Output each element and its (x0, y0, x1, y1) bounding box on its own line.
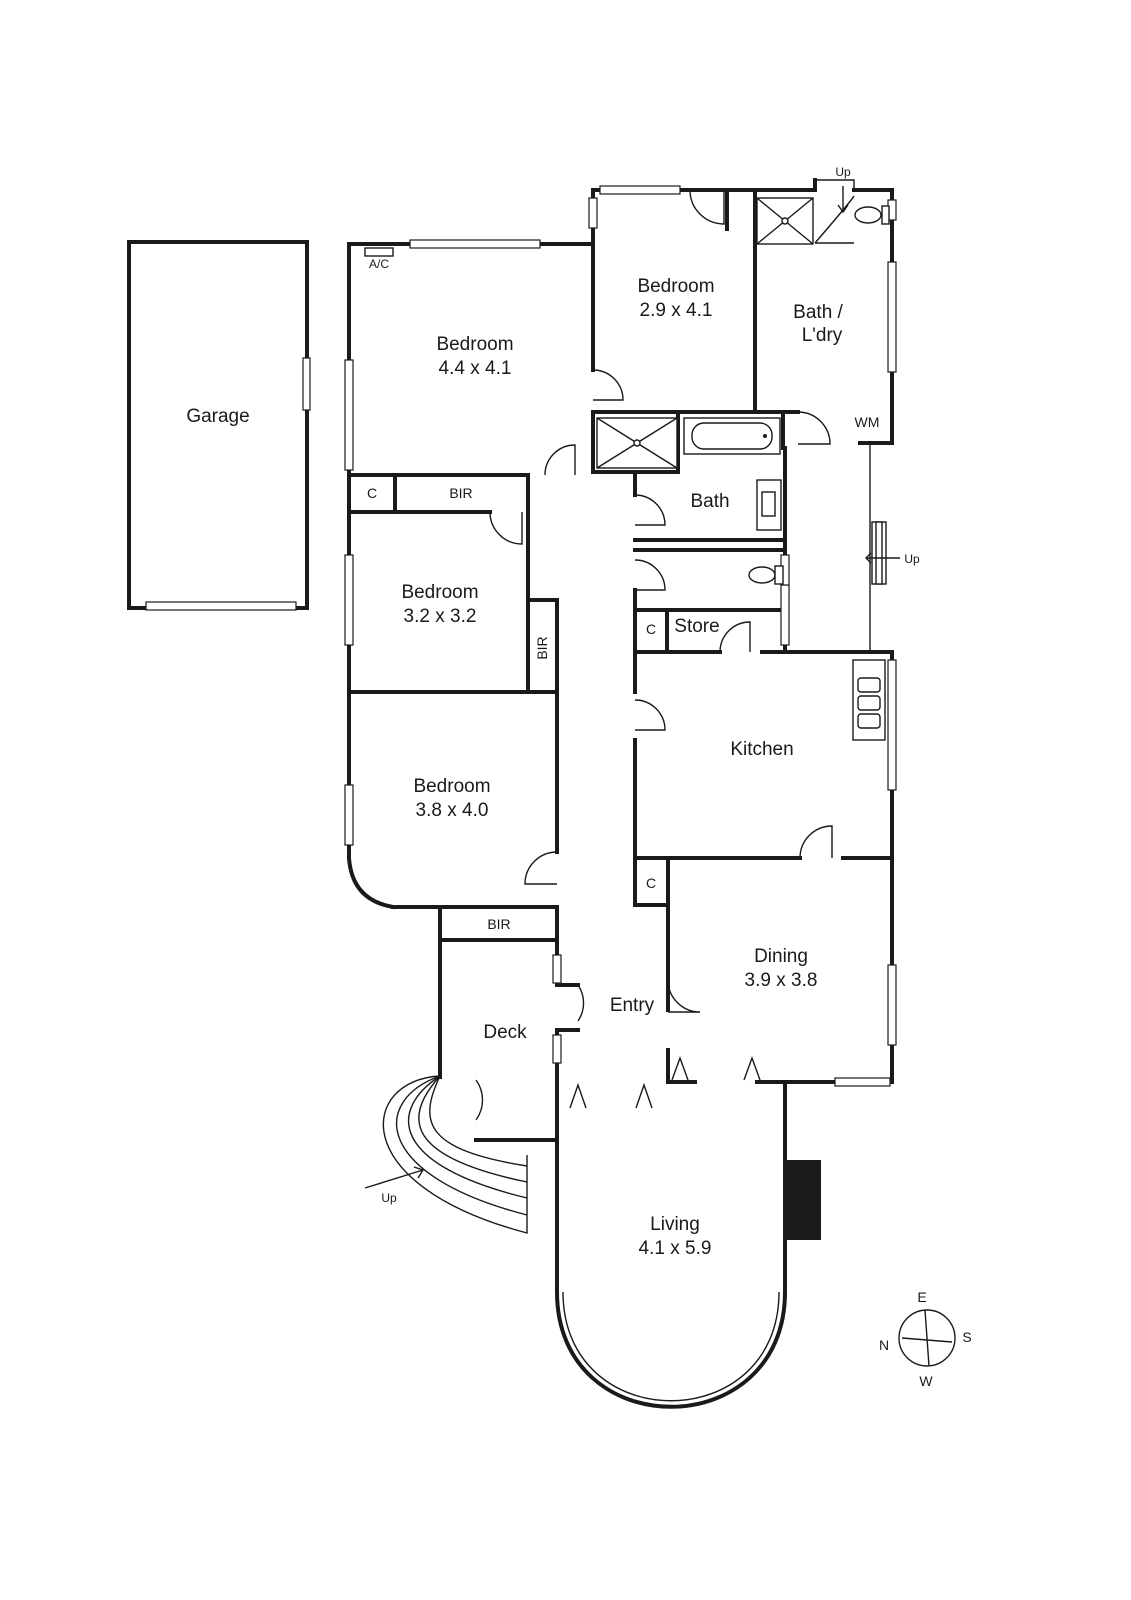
kitchen-label: Kitchen (730, 739, 793, 760)
bir-3-label: BIR (487, 916, 510, 932)
closet-1-label: C (367, 485, 377, 501)
store-label: Store (674, 616, 719, 637)
stairs-deck-label: Up (381, 1191, 397, 1205)
room-labels: A/C Bedroom 4.4 x 4.1 Bedroom 2.9 x 4.1 … (367, 165, 920, 1259)
fireplace (787, 1160, 821, 1240)
bath-laundry-label: Bath / (793, 302, 843, 323)
closet-dining-label: C (646, 875, 656, 891)
toilet-upper (854, 206, 882, 224)
bath-label: Bath (690, 491, 729, 512)
bir-1-label: BIR (449, 485, 472, 501)
stairs-top-label: Up (835, 165, 851, 179)
bir-2-label: BIR (534, 636, 550, 659)
bedroom-2-size: 2.9 x 4.1 (640, 300, 713, 321)
compass-e: E (917, 1289, 926, 1305)
interior-walls (347, 188, 894, 1142)
dining-size: 3.9 x 3.8 (745, 970, 818, 991)
bedroom-3-label: Bedroom (401, 582, 478, 603)
ac-unit (364, 247, 394, 257)
dining-label: Dining (754, 946, 808, 967)
living-size: 4.1 x 5.9 (639, 1238, 712, 1259)
compass: E S W N (879, 1289, 972, 1389)
bedroom-4-label: Bedroom (413, 776, 490, 797)
stairs-deck (382, 1075, 528, 1234)
bedroom-4-size: 3.8 x 4.0 (416, 800, 489, 821)
garage-window (302, 357, 311, 411)
compass-n: N (879, 1337, 889, 1353)
stairs-top (814, 179, 855, 190)
stairs (364, 179, 900, 1234)
bedroom-2-label: Bedroom (637, 276, 714, 297)
bath-laundry-label-2: L'dry (802, 325, 843, 346)
entry-label: Entry (610, 995, 655, 1016)
living-label: Living (650, 1214, 700, 1235)
ac-label: A/C (369, 257, 389, 271)
compass-w: W (919, 1373, 933, 1389)
garage-door (145, 601, 297, 611)
bedroom-3-size: 3.2 x 3.2 (404, 606, 477, 627)
deck-label: Deck (483, 1022, 527, 1043)
stairs-side-label: Up (904, 552, 920, 566)
garage-label: Garage (186, 406, 249, 427)
wm-label: WM (855, 414, 880, 430)
fixtures (364, 197, 890, 1240)
bedroom-main-label: Bedroom (436, 334, 513, 355)
bedroom-main-size: 4.4 x 4.1 (439, 358, 512, 379)
doors (475, 189, 833, 1121)
compass-s: S (962, 1329, 971, 1345)
closet-store-label: C (646, 621, 656, 637)
windows (344, 185, 897, 1087)
toilet-main (748, 566, 776, 584)
garage: Garage (127, 240, 311, 611)
